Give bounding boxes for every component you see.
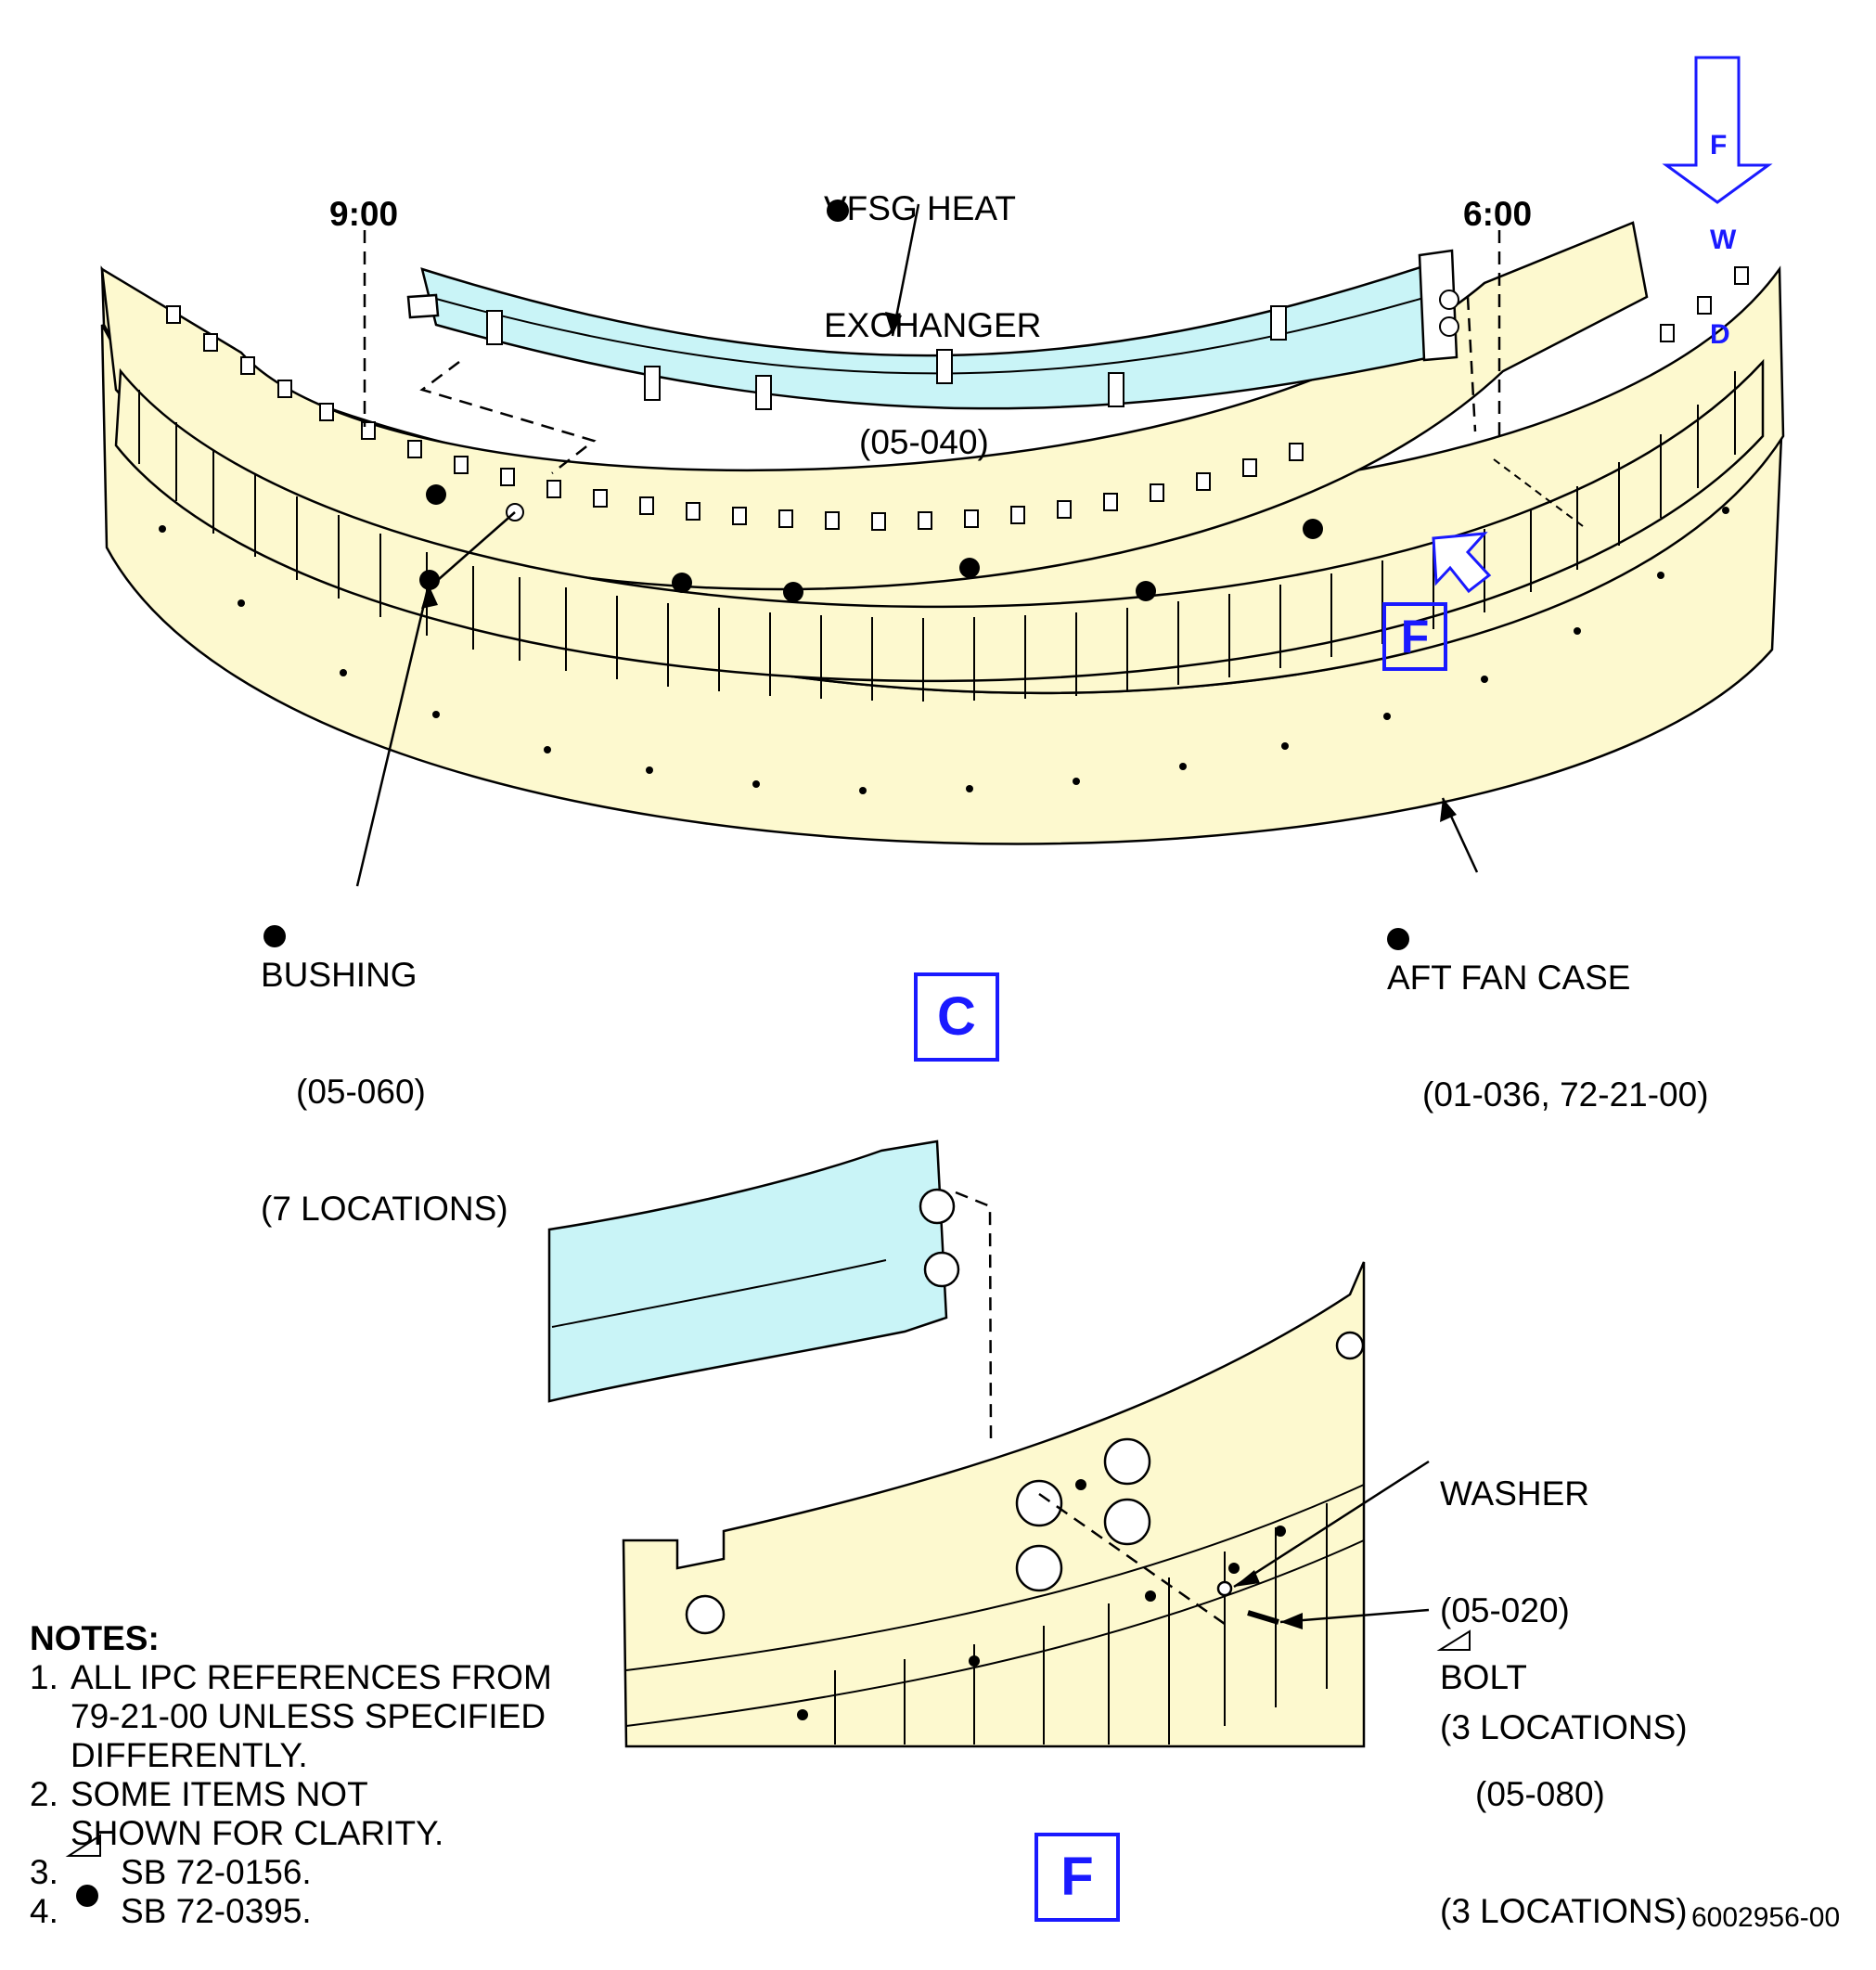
view-f-rivets bbox=[797, 1479, 1286, 1720]
callout-triangle-icons bbox=[65, 1629, 1471, 1857]
view-f-washer-bolt bbox=[1216, 1580, 1279, 1625]
fan-case-bolt-dots bbox=[159, 507, 1729, 794]
notes-block: NOTES: 1. ALL IPC REFERENCES FROM 79-21-… bbox=[30, 1619, 552, 1931]
view-f-label: F bbox=[1034, 1833, 1120, 1922]
vfsg-heat-exchanger-ref: (05-040) bbox=[859, 423, 989, 461]
leader-lines-view-f bbox=[1233, 1460, 1430, 1624]
fwd-arrow-icon bbox=[1662, 56, 1773, 204]
fan-case-panel-lines bbox=[138, 371, 1736, 702]
view-f-pointer-icon bbox=[1432, 532, 1492, 594]
clock-label-9: 9:00 bbox=[329, 195, 399, 233]
note-item: 1. ALL IPC REFERENCES FROM 79-21-00 UNLE… bbox=[30, 1658, 552, 1774]
notes-title: NOTES: bbox=[30, 1619, 160, 1657]
clock-label-6: 6:00 bbox=[1463, 195, 1533, 233]
fwd-label: F W D bbox=[1710, 130, 1737, 350]
note-item: 2. SOME ITEMS NOT SHOWN FOR CLARITY. bbox=[30, 1775, 444, 1852]
bushing-callout: BUSHING (05-060) (7 LOCATIONS) bbox=[261, 956, 508, 1228]
leader-arrowheads-f bbox=[1234, 1570, 1303, 1629]
view-f-reference-marker: F bbox=[1382, 602, 1447, 671]
bolt-callout: BOLT (05-080) (3 LOCATIONS) bbox=[1440, 1658, 1688, 1930]
view-f-fan-case-drawing bbox=[622, 1261, 1366, 1748]
figure-number: 6002956-00 bbox=[1691, 1902, 1841, 1933]
aft-fan-case-drawing bbox=[100, 221, 1785, 845]
bolt-ref: (05-080) bbox=[1475, 1775, 1605, 1813]
bushing-markers bbox=[419, 484, 1323, 602]
bushing-ref: (05-060) bbox=[296, 1073, 426, 1111]
washer-callout: WASHER (05-020) (3 LOCATIONS) bbox=[1440, 1474, 1688, 1746]
clock-position-lines bbox=[363, 230, 1501, 474]
leader-arrowheads bbox=[421, 312, 1457, 822]
view-f-holes bbox=[685, 1331, 1365, 1635]
note-item: 3. SB 72-0156. bbox=[30, 1853, 312, 1891]
callout-dot-icons bbox=[76, 200, 1409, 1907]
aft-fan-case-ref: (01-036, 72-21-00) bbox=[1422, 1075, 1709, 1114]
view-f-heat-exchanger-nuts bbox=[919, 1188, 960, 1288]
heat-exchanger-nuts bbox=[1439, 290, 1459, 337]
view-f-heat-exchanger-drawing bbox=[547, 1140, 948, 1403]
aft-fan-case-callout: AFT FAN CASE (01-036, 72-21-00) bbox=[1387, 959, 1709, 1114]
leader-lines-view-c bbox=[355, 203, 1479, 887]
view-c-label: C bbox=[914, 972, 999, 1062]
fan-case-notches bbox=[166, 266, 1749, 531]
view-f-dashed-lines bbox=[955, 1191, 1226, 1626]
heat-exchanger-brackets bbox=[486, 305, 1287, 410]
view-f-dash-detail bbox=[1493, 458, 1587, 530]
vfsg-heat-exchanger-callout: VFSG HEAT EXCHANGER (05-040) bbox=[824, 189, 1042, 461]
note-item: 4. SB 72-0395. bbox=[30, 1892, 312, 1930]
